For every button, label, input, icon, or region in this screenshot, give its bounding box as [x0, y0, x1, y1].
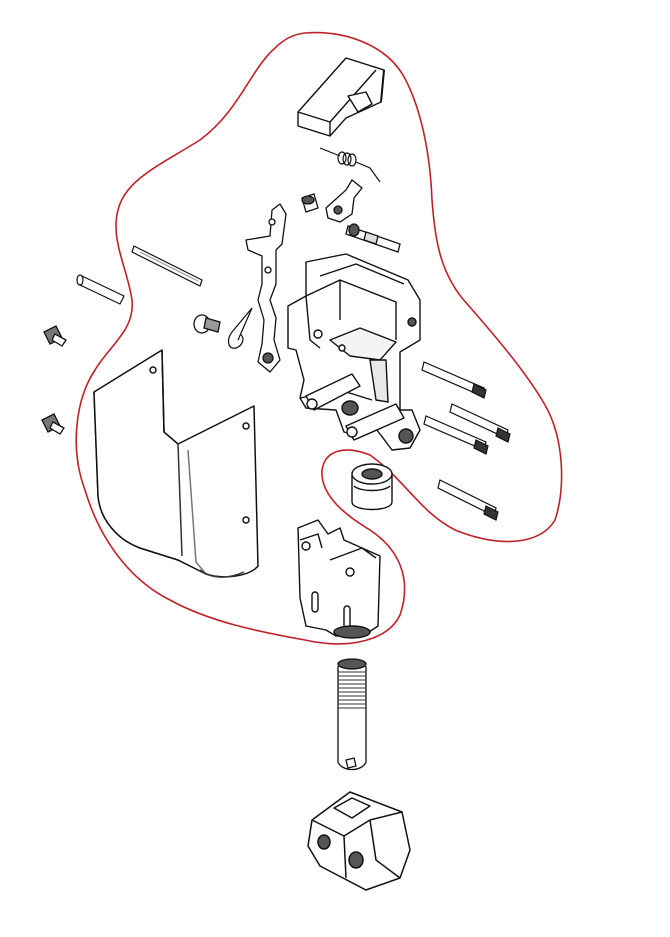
- long-screw-3: [424, 416, 488, 454]
- housing-shell: [94, 350, 258, 577]
- bushing: [302, 194, 318, 212]
- hairpin-clip: [229, 308, 252, 348]
- threaded-shaft: [338, 659, 366, 770]
- shoulder-screw: [194, 315, 220, 333]
- link-lever: [246, 204, 286, 372]
- long-screw-2: [450, 404, 510, 442]
- long-dowel-pin: [132, 246, 202, 286]
- spacer-sleeve: [352, 464, 392, 510]
- dowel-pin: [77, 275, 124, 304]
- cover-cap: [298, 58, 384, 136]
- pivot-pin-short: [346, 224, 400, 252]
- latch-pawl: [326, 180, 362, 222]
- main-frame: [288, 254, 420, 450]
- torsion-spring: [320, 148, 380, 182]
- mounting-block: [308, 792, 410, 890]
- long-screw-4: [438, 480, 498, 520]
- machine-screw-lower: [42, 414, 64, 434]
- highlight-boundary: [75, 31, 563, 645]
- machine-screw-upper: [44, 326, 66, 346]
- long-screw-1: [422, 362, 486, 398]
- slotted-bracket: [298, 520, 380, 638]
